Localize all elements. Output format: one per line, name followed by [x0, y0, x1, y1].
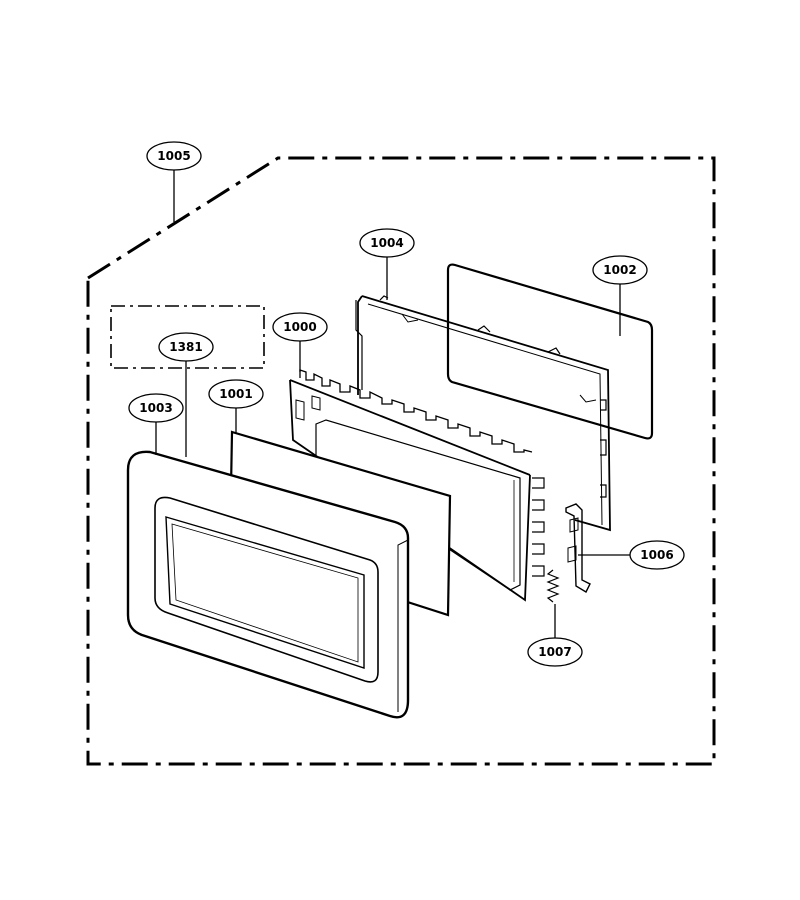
- callout-1006: 1006: [629, 540, 685, 570]
- callout-1000: 1000: [272, 312, 328, 342]
- callout-1004: 1004: [359, 228, 415, 258]
- callout-1003: 1003: [128, 393, 184, 423]
- svg-text:1005: 1005: [157, 149, 190, 163]
- svg-text:1007: 1007: [538, 645, 571, 659]
- part-1003-door-front: [126, 450, 410, 719]
- callout-1381: 1381: [158, 332, 214, 362]
- svg-text:1002: 1002: [603, 263, 636, 277]
- callout-1001: 1001: [208, 379, 264, 409]
- subgroup-boundary: [110, 305, 265, 369]
- svg-text:1000: 1000: [283, 320, 316, 334]
- svg-text:1003: 1003: [139, 401, 172, 415]
- part-1004-door-frame: [355, 295, 611, 532]
- callout-1002: 1002: [592, 255, 648, 285]
- svg-text:1001: 1001: [219, 387, 252, 401]
- assembly-boundary: [86, 156, 716, 766]
- svg-text:1381: 1381: [169, 340, 202, 354]
- part-1007-spring: [546, 569, 560, 603]
- part-1006-latch-hook: [565, 503, 591, 593]
- svg-text:1004: 1004: [370, 236, 403, 250]
- leader-lines: [155, 170, 630, 638]
- callout-1007: 1007: [527, 637, 583, 667]
- svg-text:1006: 1006: [640, 548, 673, 562]
- callout-1005: 1005: [146, 141, 202, 171]
